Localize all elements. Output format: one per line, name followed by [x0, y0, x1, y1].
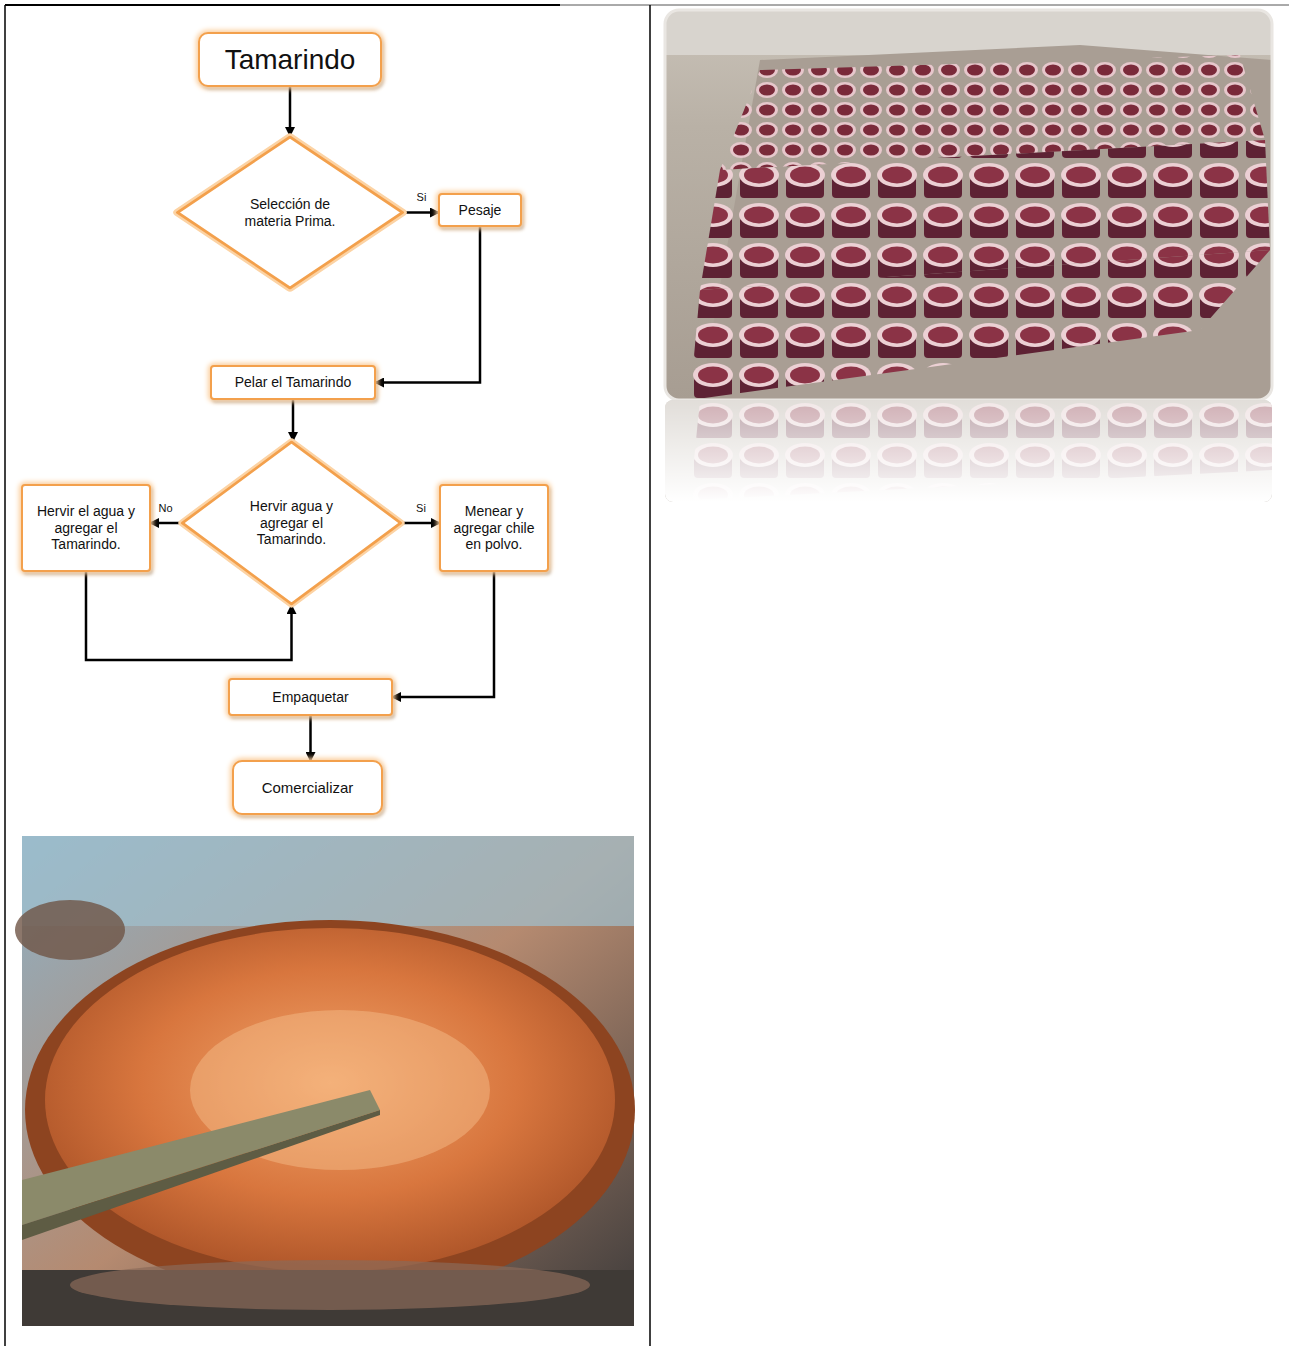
- pan-photo: [15, 836, 635, 1326]
- edge-label: No: [156, 502, 174, 515]
- edge-label: Si: [414, 502, 428, 515]
- process-box: Hervir el agua y agregar el Tamarindo.: [21, 484, 151, 572]
- box-text: Hervir el agua y agregar el Tamarindo.: [28, 503, 144, 553]
- flow-arrow: [292, 400, 295, 440]
- flow-arrow: [289, 87, 292, 135]
- process-box: Menear y agregar chile en polvo.: [439, 484, 549, 572]
- cups-photo: [665, 10, 1272, 400]
- process-box: Pelar el Tamarindo: [210, 365, 376, 400]
- cups-reflection: [665, 400, 1272, 502]
- box-text: Pesaje: [459, 202, 502, 219]
- end-box: Comercializar: [232, 760, 383, 815]
- decision-text: Selección de materia Prima.: [240, 196, 340, 230]
- flow-arrow: [151, 522, 180, 525]
- edge-label: Si: [415, 191, 429, 204]
- box-text: Tamarindo: [225, 43, 356, 77]
- box-text: Comercializar: [262, 779, 354, 797]
- decision-text: Hervir agua y agregar el Tamarindo.: [244, 498, 340, 548]
- box-text: Pelar el Tamarindo: [235, 374, 351, 391]
- process-box: Pesaje: [438, 193, 522, 227]
- flow-arrow: [393, 572, 494, 697]
- flow-arrow: [309, 716, 312, 760]
- box-text: Empaquetar: [272, 689, 348, 706]
- flow-arrow: [376, 227, 480, 383]
- start-box: Tamarindo: [198, 32, 382, 87]
- box-text: Menear y agregar chile en polvo.: [446, 503, 542, 553]
- flow-arrow: [403, 522, 439, 525]
- process-box: Empaquetar: [228, 678, 393, 716]
- decision-diamond: Hervir agua y agregar el Tamarindo.: [180, 440, 403, 606]
- decision-diamond: Selección de materia Prima.: [175, 135, 405, 290]
- flow-arrow: [405, 211, 438, 214]
